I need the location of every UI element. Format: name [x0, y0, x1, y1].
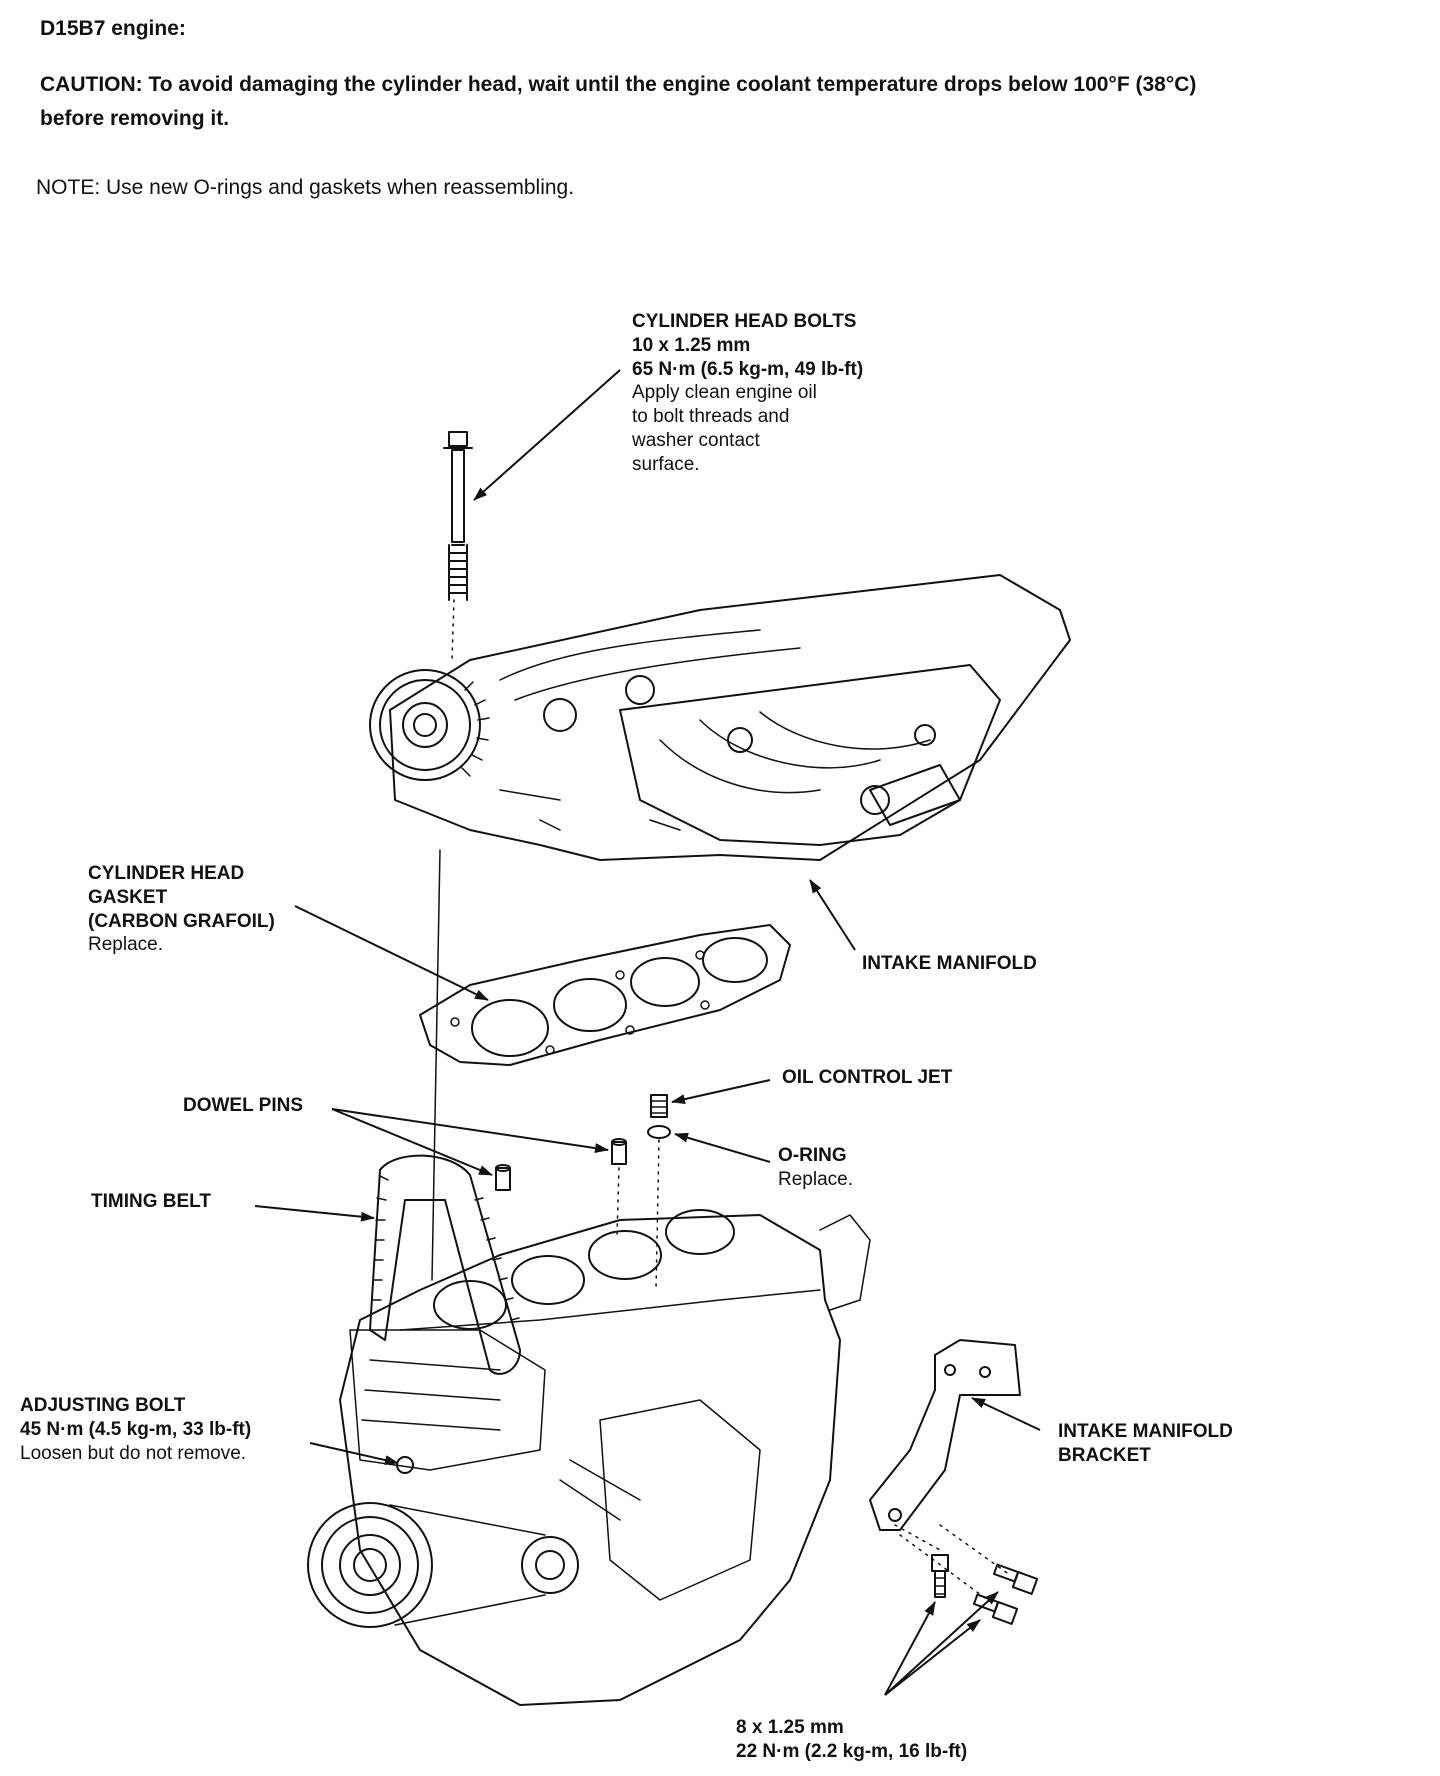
- leader-intake-manifold: [809, 879, 856, 951]
- callout-dowel-pins: DOWEL PINS: [183, 1095, 303, 1116]
- o-ring: [647, 1125, 671, 1139]
- leader-oil-control-jet: [671, 1079, 771, 1105]
- cylinder-head-gasket: [419, 924, 791, 1066]
- head-bolts-size: 10 x 1.25 mm: [632, 334, 751, 356]
- callout-intake-manifold-bracket: INTAKE MANIFOLD BRACKET: [1058, 1420, 1233, 1468]
- engine-block: [307, 1154, 871, 1706]
- caution-text-line1: CAUTION: To avoid damaging the cylinder …: [40, 73, 1197, 96]
- adjusting-bolt-note: Loosen but do not remove.: [20, 1442, 247, 1464]
- oil-control-jet: [650, 1094, 668, 1118]
- gasket-line-3: (CARBON GRAFOIL): [88, 910, 275, 932]
- o-ring-note: Replace.: [778, 1168, 853, 1190]
- leader-dowel-pin-left: [331, 1108, 493, 1176]
- head-bolts-note-1: Apply clean engine oil: [632, 382, 817, 404]
- leader-bracket-bolt-1: [884, 1601, 936, 1696]
- head-bolts-note-3: washer contact: [632, 429, 760, 451]
- leader-bracket-bolt-2: [884, 1591, 999, 1696]
- bracket-line-2: BRACKET: [1058, 1444, 1151, 1466]
- head-bolts-title: CYLINDER HEAD BOLTS: [632, 311, 857, 332]
- adjusting-bolt-torque: 45 N·m (4.5 kg-m, 33 lb-ft): [20, 1418, 252, 1440]
- bracket-bolt-1: [931, 1554, 949, 1598]
- note-text: NOTE: Use new O-rings and gaskets when r…: [36, 176, 575, 199]
- bracket-bolts-torque: 22 N·m (2.2 kg-m, 16 lb-ft): [736, 1740, 968, 1762]
- callout-cylinder-head-gasket: CYLINDER HEAD GASKET (CARBON GRAFOIL) Re…: [88, 862, 275, 957]
- leader-o-ring: [674, 1132, 771, 1163]
- gasket-line-2: GASKET: [88, 886, 168, 908]
- callout-o-ring: O-RING Replace.: [778, 1144, 853, 1192]
- leader-head-gasket: [294, 905, 489, 1001]
- cylinder-head: [369, 574, 1071, 861]
- head-bolts-note-2: to bolt threads and: [632, 406, 790, 427]
- head-bolts-note-4: surface.: [632, 453, 700, 475]
- leader-adjusting-bolt: [309, 1442, 399, 1465]
- dowel-pin-right: [611, 1138, 627, 1165]
- intake-manifold-bracket: [869, 1339, 1021, 1531]
- o-ring-title: O-RING: [778, 1145, 847, 1166]
- leader-bracket-bolt-3: [884, 1619, 981, 1696]
- adjusting-bolt-title: ADJUSTING BOLT: [20, 1395, 186, 1416]
- dowel-pin-left: [495, 1164, 511, 1191]
- callout-timing-belt: TIMING BELT: [91, 1191, 211, 1212]
- cylinder-head-bolt: [443, 431, 473, 601]
- bracket-line-1: INTAKE MANIFOLD: [1058, 1421, 1233, 1442]
- callout-oil-control-jet: OIL CONTROL JET: [782, 1067, 953, 1088]
- bracket-bolts-size: 8 x 1.25 mm: [736, 1717, 844, 1738]
- callout-cylinder-head-bolts: CYLINDER HEAD BOLTS 10 x 1.25 mm 65 N·m …: [632, 310, 863, 476]
- gasket-note: Replace.: [88, 934, 163, 956]
- leader-dowel-pin-right: [331, 1108, 609, 1154]
- gasket-line-1: CYLINDER HEAD: [88, 863, 245, 884]
- caution-text-line2: before removing it.: [40, 107, 230, 130]
- leader-head-bolts: [473, 369, 621, 501]
- engine-title: D15B7 engine:: [40, 17, 186, 40]
- head-bolts-torque: 65 N·m (6.5 kg-m, 49 lb-ft): [632, 358, 864, 380]
- bracket-bolt-2: [992, 1563, 1039, 1595]
- callout-adjusting-bolt: ADJUSTING BOLT 45 N·m (4.5 kg-m, 33 lb-f…: [20, 1394, 251, 1465]
- callout-bracket-bolts: 8 x 1.25 mm 22 N·m (2.2 kg-m, 16 lb-ft): [736, 1716, 967, 1764]
- leader-bracket: [971, 1397, 1041, 1431]
- callout-intake-manifold: INTAKE MANIFOLD: [862, 953, 1037, 974]
- leader-timing-belt: [254, 1205, 375, 1222]
